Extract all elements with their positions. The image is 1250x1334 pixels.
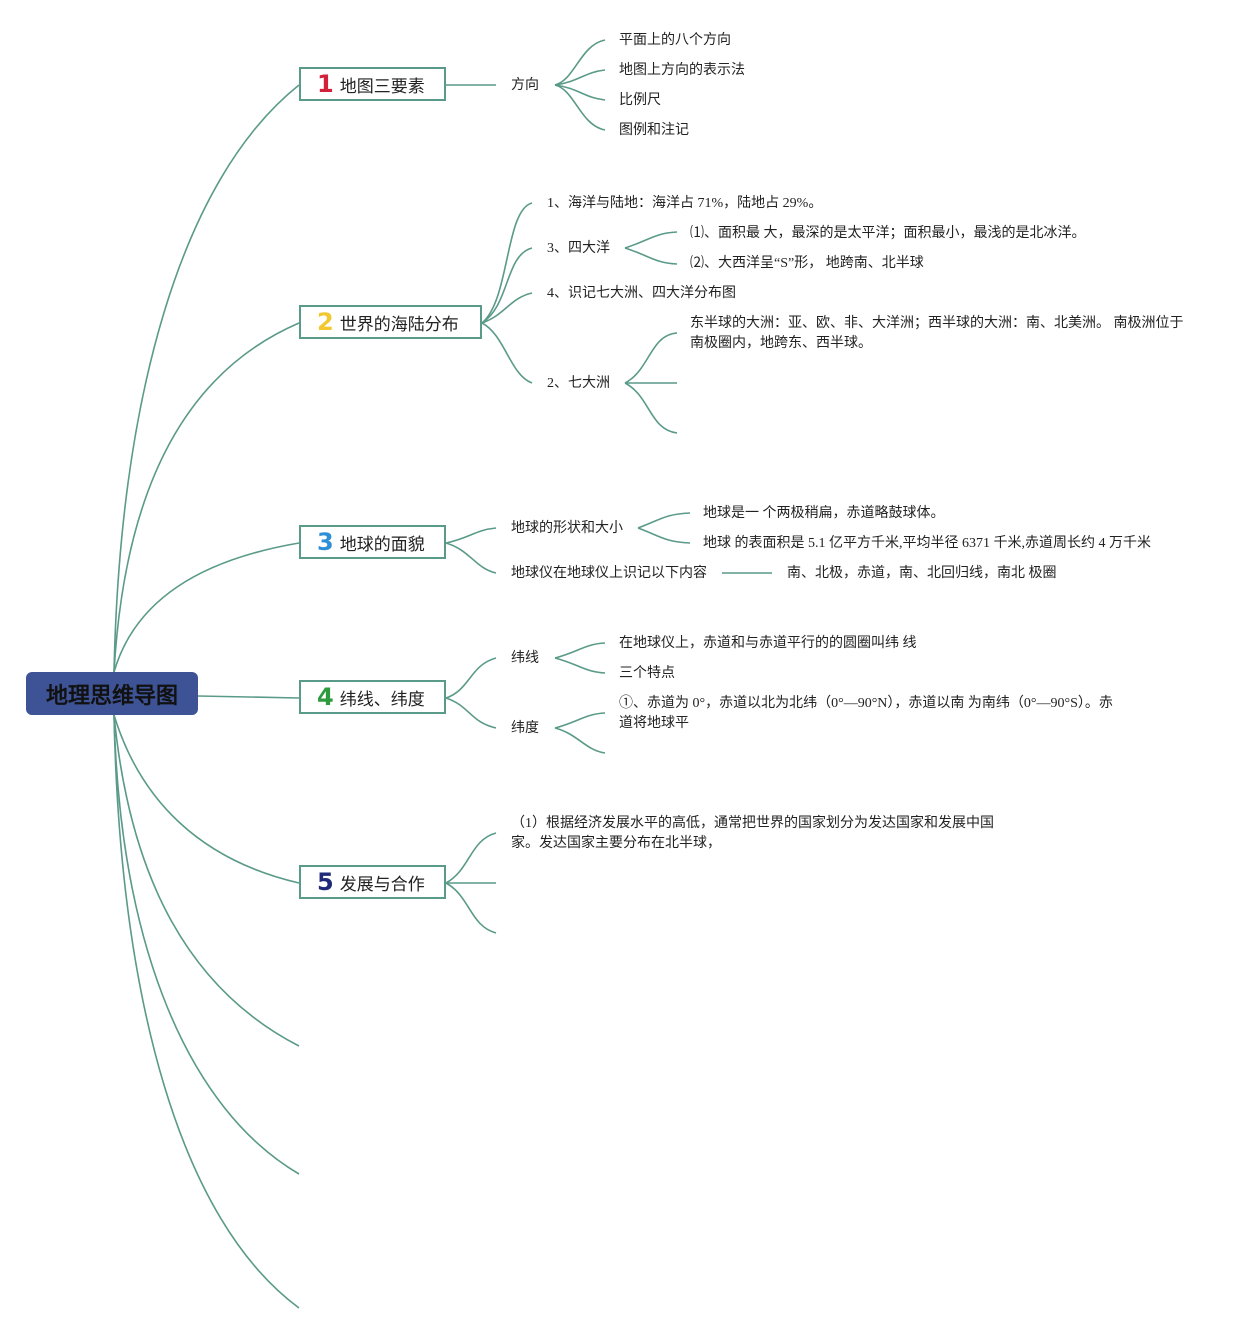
node-scale[interactable]: 比例尺 [619,93,661,108]
topic-label: 发展与合作 [339,874,425,895]
link-root-topic2 [113,322,300,673]
link-t2-b [481,247,533,324]
link-t2-c [481,292,533,324]
link-t5-c [445,882,497,934]
link-root-empty3 [113,714,300,1309]
link-root-empty1 [113,714,300,1047]
topic-number: 4 [317,683,334,711]
node-hemisphere-continents[interactable]: 东半球的大洲：亚、欧、非、大洋洲；西半球的大洲：南、北美洲。 南极洲位于南极圈内… [690,316,1184,351]
link-t4-b1 [554,712,606,729]
node-earth-size[interactable]: 地球 的表面积是 5.1 亿平方千米,平均半径 6371 千米,赤道周长约 4 … [703,536,1151,551]
link-root-topic1 [113,84,300,673]
node-globe[interactable]: 地球仪在地球仪上识记以下内容 [511,566,707,581]
node-seven-continents[interactable]: 2、七大洲 [547,376,610,391]
topic-1[interactable]: 1 地图三要素 [299,67,446,101]
link-root-topic5 [113,714,300,884]
node-four-oceans[interactable]: 3、四大洋 [547,241,610,256]
link-root-topic3 [113,542,300,673]
link-t2-d [481,322,533,384]
link-t5-a [445,832,497,884]
link-t4-a2 [554,657,606,674]
topic-number: 2 [317,308,334,336]
topic-label: 世界的海陆分布 [339,314,459,335]
node-latitude-line[interactable]: 纬线 [511,651,539,666]
node-equator-latitude[interactable]: ①、赤道为 0°，赤道以北为北纬（0°—90°N），赤道以南 为南纬（0°—90… [619,696,1113,731]
node-earth-shape-size[interactable]: 地球的形状和大小 [511,521,623,536]
node-atlantic-shape[interactable]: ⑵、大西洋呈“S”形， 地跨南、北半球 [690,256,924,271]
link-t1-i3 [554,84,606,101]
link-t2-d3 [624,382,678,434]
node-three-features[interactable]: 三个特点 [619,666,675,681]
topic-number: 1 [317,70,334,98]
link-root-topic4 [197,695,300,699]
link-t3-a1 [637,512,691,529]
node-ocean-land[interactable]: 1、海洋与陆地：海洋占 71%，陆地占 29%。 [547,196,823,211]
node-country-classification[interactable]: （1）根据经济发展水平的高低，通常把世界的国家划分为发达国家和发展中国家。发达国… [511,816,994,851]
link-t4-b2 [554,727,606,754]
node-legend-notes[interactable]: 图例和注记 [619,123,689,138]
topic-label: 地图三要素 [339,76,425,97]
root-label: 地理思维导图 [45,683,178,709]
link-t2-b2 [624,247,678,265]
topic-2[interactable]: 2 世界的海陆分布 [299,305,482,339]
node-globe-lines[interactable]: 南、北极，赤道，南、北回归线，南北 极圈 [787,566,1057,581]
node-latitude-def[interactable]: 在地球仪上，赤道和与赤道平行的的圆圈叫纬 线 [619,636,917,651]
link-t4-a [445,657,497,699]
root-node[interactable]: 地理思维导图 [26,672,198,715]
topic-number: 3 [317,528,334,556]
link-t1-i2 [554,69,606,86]
node-eight-directions[interactable]: 平面上的八个方向 [619,33,731,48]
node-ocean-area[interactable]: ⑴、面积最 大，最深的是太平洋；面积最小，最浅的是北冰洋。 [690,226,1086,241]
topic-5[interactable]: 5 发展与合作 [299,865,446,899]
link-t4-a1 [554,642,606,659]
node-direction-notation[interactable]: 地图上方向的表示法 [619,63,745,78]
link-t1-i1 [554,39,606,86]
topic-number: 5 [317,868,334,896]
node-earth-shape[interactable]: 地球是一 个两极稍扁，赤道略鼓球体。 [703,506,945,521]
link-t3-a [445,527,497,544]
topic-4[interactable]: 4 纬线、纬度 [299,680,446,714]
link-t3-a2 [637,527,691,544]
link-t2-a [481,202,533,324]
link-t4-b [445,697,497,729]
link-t1-i4 [554,84,606,131]
topic-label: 纬线、纬度 [339,689,425,710]
node-latitude[interactable]: 纬度 [511,721,539,736]
node-continent-map[interactable]: 4、识记七大洲、四大洋分布图 [547,286,736,301]
link-t3-b [445,542,497,574]
topic-label: 地球的面貌 [339,534,425,555]
node-direction[interactable]: 方向 [511,78,539,93]
link-t2-b1 [624,231,678,249]
link-t2-d1 [624,332,678,384]
link-root-empty2 [113,714,300,1175]
topic-3[interactable]: 3 地球的面貌 [299,525,446,559]
